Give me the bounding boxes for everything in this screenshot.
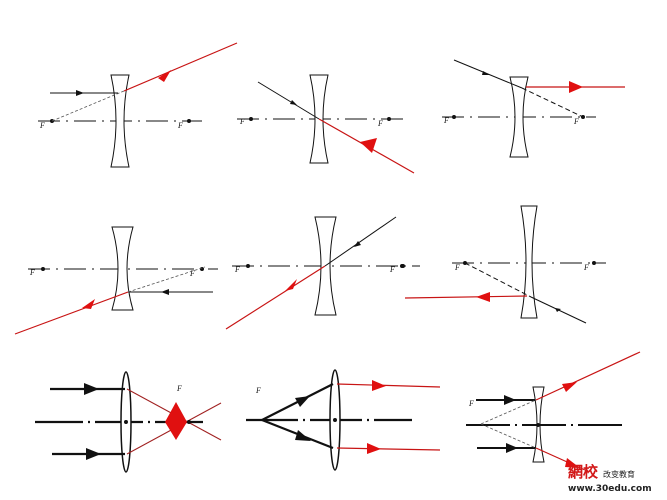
watermark-brand: 網校 — [568, 463, 599, 481]
virtual-extension — [51, 90, 125, 122]
focal-point — [187, 420, 191, 424]
arrowhead-icon — [290, 100, 297, 105]
focal-label: F — [573, 117, 579, 126]
panel-r1c1: F F — [38, 42, 238, 168]
refracted-ray — [14, 291, 129, 335]
focal-point-left — [249, 117, 253, 121]
focal-label: F — [39, 121, 45, 130]
arrowhead-icon — [506, 443, 518, 453]
focal-point-right — [187, 119, 191, 123]
focal-label: F — [377, 119, 383, 128]
arrowhead-icon — [482, 71, 490, 75]
virtual-extension — [521, 87, 584, 118]
focal-label: F — [189, 269, 195, 278]
arrowhead-icon — [86, 448, 101, 460]
virtual-extension — [127, 266, 206, 293]
focal-point-left — [452, 115, 456, 119]
arrowhead-icon — [562, 382, 577, 392]
focal-point-left — [246, 264, 250, 268]
arrowhead-icon — [295, 430, 311, 441]
panel-r1c2: F F — [237, 74, 415, 174]
arrowhead-icon — [84, 383, 99, 395]
virtual-extension — [464, 262, 532, 298]
focal-label: F — [583, 263, 589, 272]
focal-label: F — [454, 263, 460, 272]
refracted-ray — [225, 265, 326, 330]
arrowhead-icon — [565, 458, 580, 468]
arrowhead-icon — [161, 289, 169, 295]
arrowhead-icon — [555, 308, 561, 312]
concave-lens — [110, 74, 130, 168]
arrowhead-icon — [504, 395, 516, 405]
concave-lens — [111, 226, 134, 311]
arrowhead-icon — [372, 380, 386, 391]
panel-r2c2: F F — [225, 216, 420, 330]
arrowhead-icon — [476, 292, 490, 302]
arrowhead-icon — [367, 443, 381, 454]
panel-r3c1: F — [35, 371, 222, 473]
arrowhead-icon — [354, 241, 361, 247]
optical-center — [124, 420, 128, 424]
focal-label: F — [255, 386, 261, 395]
focal-label: F — [234, 265, 240, 274]
concave-lens — [509, 76, 529, 158]
focal-label: F — [468, 399, 474, 408]
virtual-extension — [480, 423, 537, 449]
refracted-ray — [336, 447, 441, 451]
optical-center — [536, 423, 540, 427]
focal-label: F — [29, 268, 35, 277]
concave-lens — [520, 205, 538, 319]
panel-r2c1: F F — [14, 226, 218, 335]
watermark-slogan: 改变教育 — [603, 469, 635, 479]
optical-center — [333, 418, 337, 422]
arrowhead-icon — [165, 402, 187, 440]
focal-point-right — [387, 117, 391, 121]
refracted-ray — [535, 351, 641, 401]
focal-label: F — [443, 116, 449, 125]
arrowhead-icon — [76, 90, 84, 96]
arrowhead-icon — [285, 279, 297, 291]
refracted-ray — [336, 383, 441, 388]
incident-ray — [324, 216, 397, 267]
watermark-url: www.30edu.com — [568, 484, 652, 494]
panel-r3c2: F — [246, 369, 441, 471]
watermark: 網校 改变教育 www.30edu.com — [568, 463, 652, 494]
focal-label: F — [177, 121, 183, 130]
focal-label: F — [389, 265, 395, 274]
refracted-ray — [123, 42, 238, 92]
incident-ray — [257, 81, 320, 120]
focal-label: F — [239, 117, 245, 126]
panel-r2c3: F F — [400, 205, 606, 324]
arrowhead-icon — [82, 299, 95, 309]
focal-point-right — [592, 261, 596, 265]
arrowhead-icon — [360, 138, 377, 153]
focal-point-neighbor — [400, 264, 404, 268]
focal-point-left — [41, 267, 45, 271]
arrowhead-icon — [295, 396, 310, 407]
virtual-extension — [480, 399, 537, 425]
refracted-ray — [404, 295, 528, 299]
arrowhead-icon — [158, 70, 171, 82]
panel-r3c3: F — [466, 351, 641, 471]
panel-r1c3: F F — [442, 59, 625, 158]
focal-label: F — [176, 384, 182, 393]
arrowhead-icon — [569, 81, 583, 93]
